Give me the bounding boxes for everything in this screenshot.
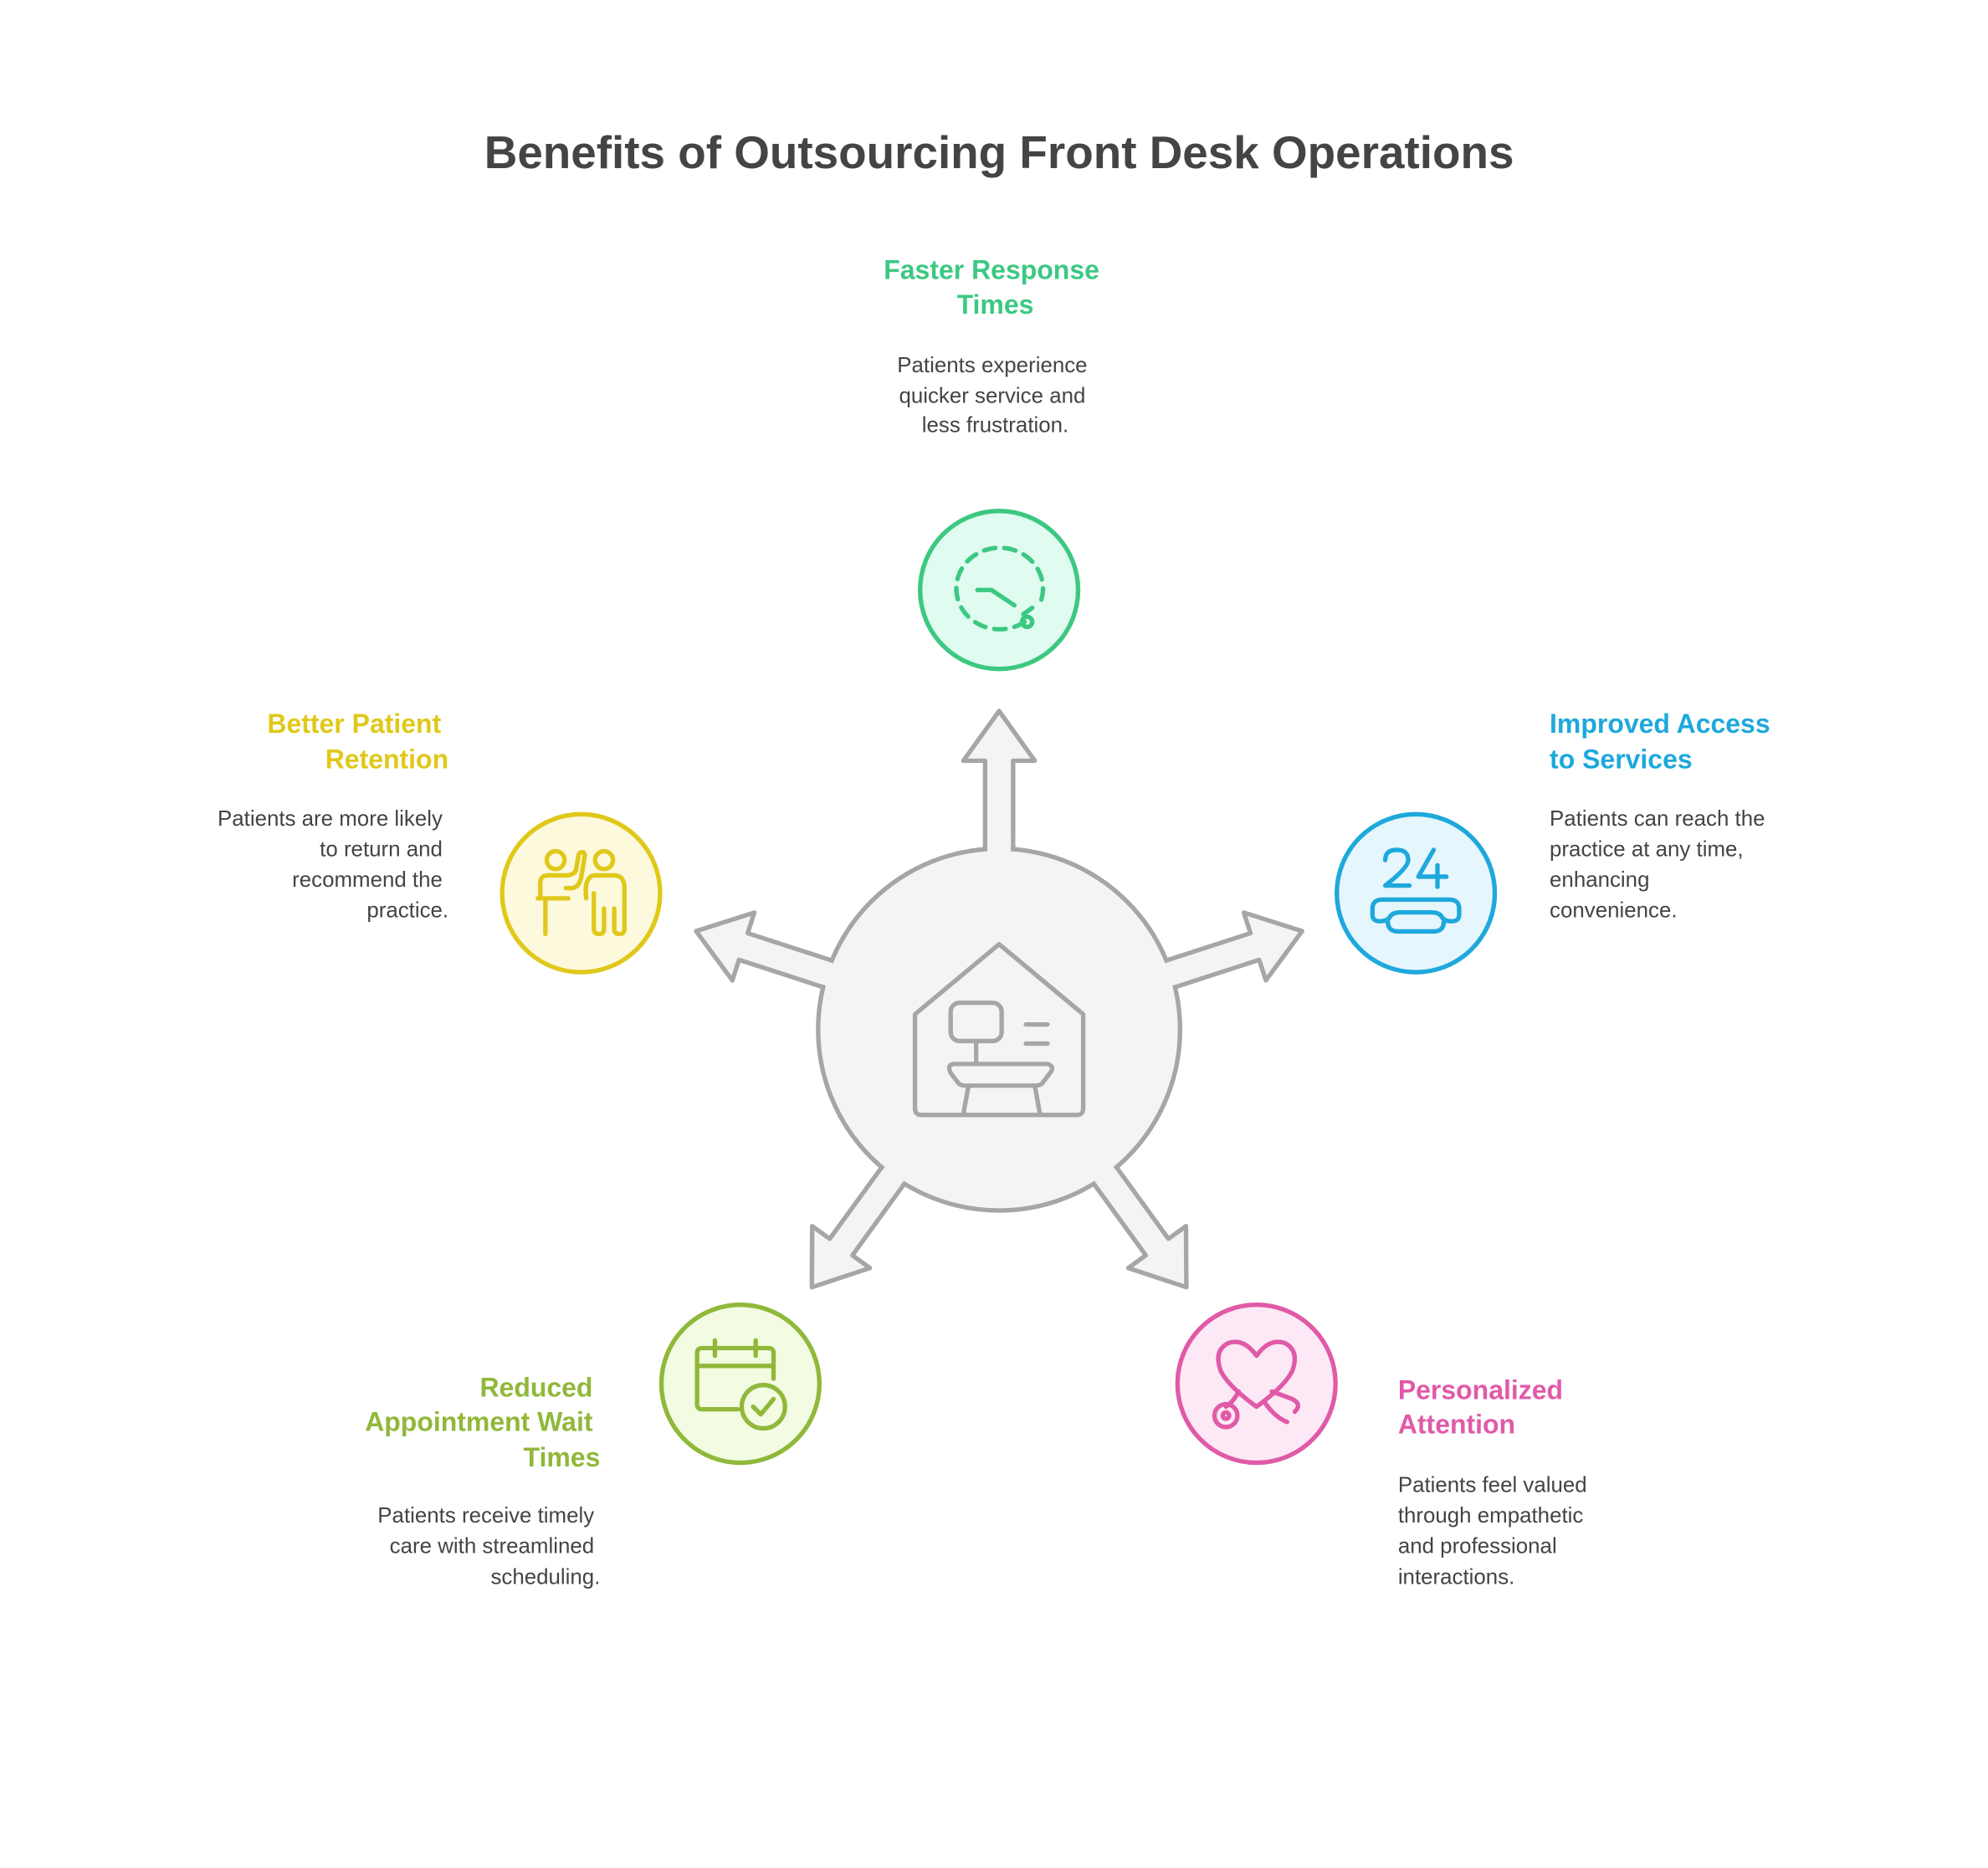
benefit-text-line: interactions. — [1398, 1565, 1515, 1589]
benefit-reduced-wait-times: Reduced Appointment Wait Times Patients … — [365, 1302, 822, 1589]
benefit-text-line: and professional — [1398, 1535, 1557, 1558]
personalized-stethoscope-heart-icon — [1212, 1339, 1300, 1430]
svg-text:Personalized Attention: Personalized Attention — [1398, 1374, 1570, 1439]
svg-text:Patients can reach the p: Patients can reach the practice at any t… — [1550, 807, 1771, 923]
benefit-text-line: Attention — [1398, 1410, 1515, 1440]
benefit-text-line: to Services — [1550, 745, 1693, 775]
svg-text:Better Patient Retention: Better Patient Retention — [267, 709, 448, 775]
center-hub — [816, 846, 1183, 1213]
benefit-text-line: care with streamlined — [390, 1535, 594, 1558]
benefit-personalized-attention: Personalized Attention Patients feel val… — [1175, 1302, 1593, 1589]
benefit-icon-circle — [1175, 1302, 1338, 1466]
benefit-text-line: Times — [957, 289, 1034, 320]
benefit-text-line: Patients feel valued — [1398, 1474, 1587, 1497]
calendar-check-icon — [694, 1338, 787, 1431]
benefit-text-line: Appointment Wait — [365, 1407, 593, 1437]
benefit-text-line: practice. — [366, 899, 448, 923]
benefit-text-line: Faster Response — [884, 255, 1099, 285]
benefit-text-line: practice at any time, — [1550, 838, 1744, 862]
page-title: Benefits of Outsourcing Front Desk Opera… — [484, 126, 1514, 178]
benefit-text-line: Times — [524, 1442, 601, 1472]
24-hour-phone-icon — [1370, 847, 1462, 934]
benefit-icon-circle — [1335, 811, 1498, 975]
people-retention-icon — [535, 848, 627, 937]
benefit-text-line: through empathetic — [1398, 1504, 1584, 1528]
svg-text:Improved Access to Servi: Improved Access to Services — [1550, 709, 1777, 775]
benefit-text-line: Better Patient — [267, 709, 441, 739]
svg-text:Faster Response Times: Faster Response Times — [884, 255, 1107, 320]
svg-text:Patients feel valued thr: Patients feel valued through empathetic … — [1398, 1474, 1593, 1589]
benefit-patient-retention: Better Patient Retention Patients are mo… — [218, 709, 663, 975]
benefit-text-line: Patients receive timely — [377, 1504, 594, 1528]
benefit-text-line: Reduced — [479, 1372, 592, 1402]
benefit-text-line: Patients are more likely — [218, 807, 443, 831]
benefit-text-line: Patients can reach the — [1550, 807, 1765, 831]
benefit-text-line: enhancing — [1550, 868, 1649, 892]
benefit-text-line: Patients experience — [897, 354, 1087, 377]
benefit-text-line: Retention — [325, 745, 448, 775]
benefit-text-line: convenience. — [1550, 899, 1677, 923]
benefit-text-line: Personalized — [1398, 1374, 1563, 1405]
benefit-improved-access: Improved Access to Services Patients can… — [1335, 709, 1777, 975]
benefit-faster-response: Faster Response Times Patients experienc… — [884, 255, 1107, 672]
svg-text:Patients experience quic: Patients experience quicker service and … — [897, 354, 1093, 438]
benefit-icon-circle — [917, 509, 1081, 672]
benefit-text-line: Improved Access — [1550, 709, 1770, 739]
benefit-text-line: recommend the — [292, 868, 443, 892]
front-desk-house-icon — [912, 942, 1086, 1118]
benefit-text-line: less frustration. — [922, 413, 1068, 437]
svg-text:Patients receive timely: Patients receive timely care with stream… — [377, 1504, 600, 1589]
svg-text:Reduced Appointment Wait: Reduced Appointment Wait Times — [365, 1372, 600, 1472]
svg-text:Patients are more likely: Patients are more likely to return and r… — [218, 807, 448, 923]
benefit-text-line: scheduling. — [490, 1565, 600, 1589]
benefit-text-line: quicker service and — [899, 384, 1085, 407]
clock-icon — [954, 545, 1046, 632]
benefit-text-line: to return and — [320, 838, 443, 862]
benefit-icon-circle — [500, 811, 663, 975]
benefit-icon-circle — [658, 1302, 822, 1466]
